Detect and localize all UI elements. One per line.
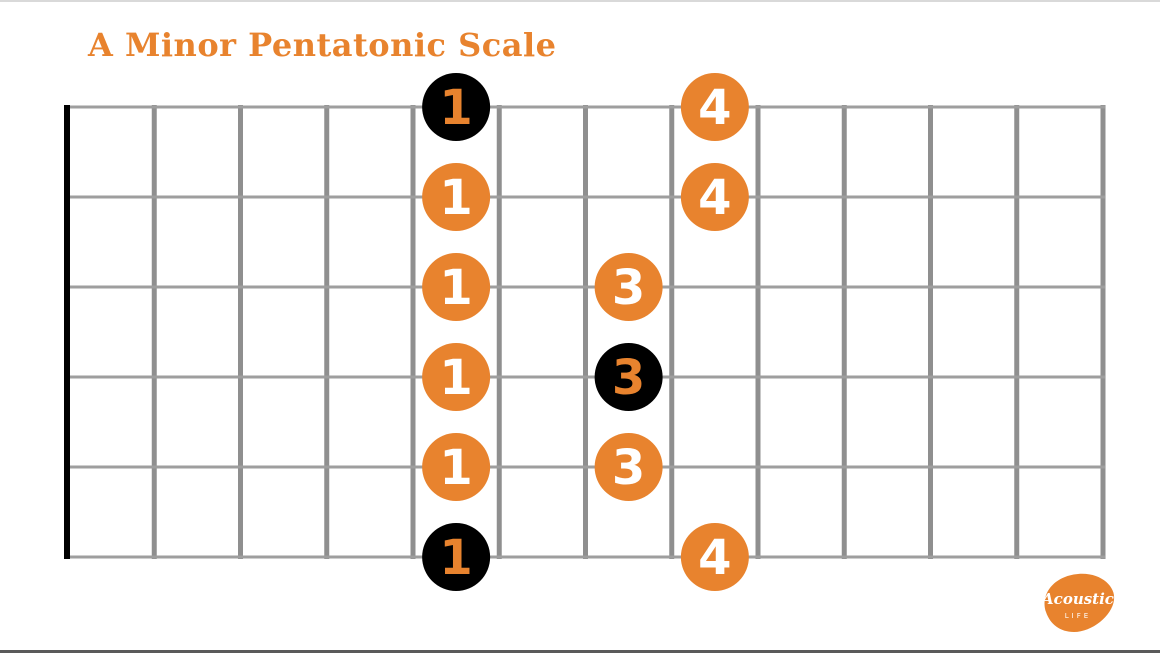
note-marker-s4-f7	[594, 343, 663, 411]
note-marker-s2-f8	[680, 163, 749, 231]
fret-wire-11	[1014, 105, 1020, 559]
note-label-s5-f5: 1	[439, 440, 472, 496]
note-marker-s6-f8	[680, 523, 749, 591]
string-1	[68, 105, 1105, 109]
string-4	[68, 375, 1105, 379]
note-label-s2-f8: 4	[698, 170, 731, 226]
fret-wire-12	[1100, 105, 1106, 559]
string-3	[68, 285, 1105, 289]
fret-wire-5	[496, 105, 502, 559]
acoustic-life-logo: Acoustic LIFE	[1040, 573, 1115, 632]
note-marker-s1-f5	[422, 73, 491, 141]
fret-wire-1	[151, 105, 157, 559]
note-marker-s2-f5	[422, 163, 491, 231]
note-label-s6-f8: 4	[698, 530, 731, 586]
guitar-pick-icon	[1044, 573, 1115, 632]
fret-wire-3	[324, 105, 330, 559]
fret-wire-2	[238, 105, 243, 559]
note-label-s1-f5: 1	[439, 80, 472, 136]
note-marker-s3-f5	[422, 253, 491, 321]
note-label-s6-f5: 1	[439, 530, 472, 586]
note-marker-s3-f7	[594, 253, 663, 321]
note-label-s3-f5: 1	[439, 260, 472, 316]
page-title: A Minor Pentatonic Scale	[88, 26, 557, 64]
logo-text-main: Acoustic	[1040, 590, 1114, 608]
top-border	[0, 0, 1160, 2]
note-marker-s1-f8	[680, 73, 749, 141]
note-label-s1-f8: 4	[698, 80, 731, 136]
note-label-s5-f7: 3	[612, 440, 645, 496]
logo-text-sub: LIFE	[1065, 612, 1091, 620]
string-6	[68, 555, 1105, 559]
note-marker-s6-f5	[422, 523, 491, 591]
fret-wire-4	[410, 105, 416, 559]
fretboard-diagram: 1 4 1 4 1 3 1 3 1 3 1 4	[64, 73, 1106, 591]
note-label-s2-f5: 1	[439, 170, 472, 226]
string-5	[68, 465, 1105, 469]
fret-wire-7	[669, 105, 675, 559]
bottom-border	[0, 650, 1160, 653]
nut	[64, 105, 70, 559]
fret-wire-9	[841, 105, 847, 559]
fret-wire-6	[583, 105, 588, 559]
note-label-s3-f7: 3	[612, 260, 645, 316]
fret-wire-10	[928, 105, 933, 559]
note-marker-s5-f5	[422, 433, 491, 501]
fret-wire-8	[755, 105, 761, 559]
note-label-s4-f5: 1	[439, 350, 472, 406]
note-label-s4-f7: 3	[612, 350, 645, 406]
note-marker-s5-f7	[594, 433, 663, 501]
string-2	[68, 195, 1105, 199]
note-marker-s4-f5	[422, 343, 491, 411]
